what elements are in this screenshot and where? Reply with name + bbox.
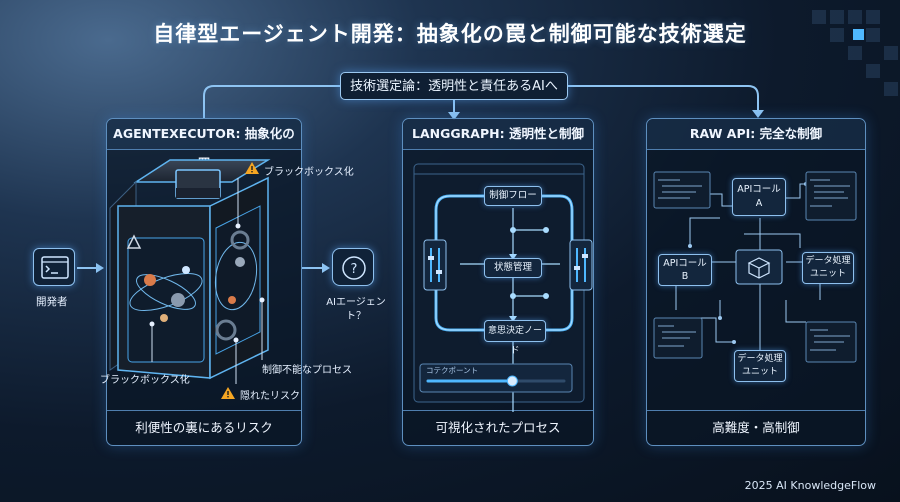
callout-hidden-risk: 隠れたリスク [240,391,300,402]
node-api-a: APIコール A [732,178,786,216]
code-snippet [805,171,857,221]
checkpoint-knob [506,375,518,387]
slider-left [423,239,447,291]
panel-header: AGENTEXECUTOR: 抽象化の罠 [107,119,301,171]
warning-icon [245,162,259,174]
developer-label: 開発者 [36,296,68,308]
panel-header: LANGGRAPH: 透明性と制御 [403,119,593,150]
node-control-flow: 制御フロー [484,186,542,206]
checkpoint-label: コテクポーント [426,366,479,375]
svg-text:?: ? [351,262,358,277]
terminal-icon [33,248,75,286]
code-snippet [805,321,857,363]
node-data-processing-bottom: データ処理 ユニット [734,350,786,382]
panel-footer: 利便性の裏にあるリスク [107,410,301,445]
panel-footer: 高難度・高制御 [647,410,865,445]
node-data-processing-top: データ処理 ユニット [802,252,854,284]
code-snippet [653,171,711,209]
page-title: 自律型エージェント開発：抽象化の罠と制御可能な技術選定 [153,22,747,46]
panel-header: RAW API: 完全な制御 [647,119,865,150]
node-api-b: APIコール B [658,254,712,286]
node-state: 状態管理 [484,258,542,278]
accent-square [853,29,864,40]
callout-uncontrollable: 制御不能なプロセス [262,365,352,376]
ai-agent-label: AIエージェント？ [326,297,386,322]
slider-right [569,239,593,291]
hub-label: 技術選定論：透明性と責任あるAIへ [340,72,568,100]
copyright: 2025 AI KnowledgeFlow [744,479,876,492]
code-snippet [653,317,703,359]
warning-icon [221,387,235,399]
panel-footer: 可視化されたプロセス [403,410,593,445]
callout-blackbox-left: ブラックボックス化 [100,375,190,386]
callout-blackbox-top: ブラックボックス化 [264,167,354,178]
help-icon: ? [332,248,374,286]
cube-icon [735,249,783,285]
node-decision: 意思決定ノード [484,320,546,356]
